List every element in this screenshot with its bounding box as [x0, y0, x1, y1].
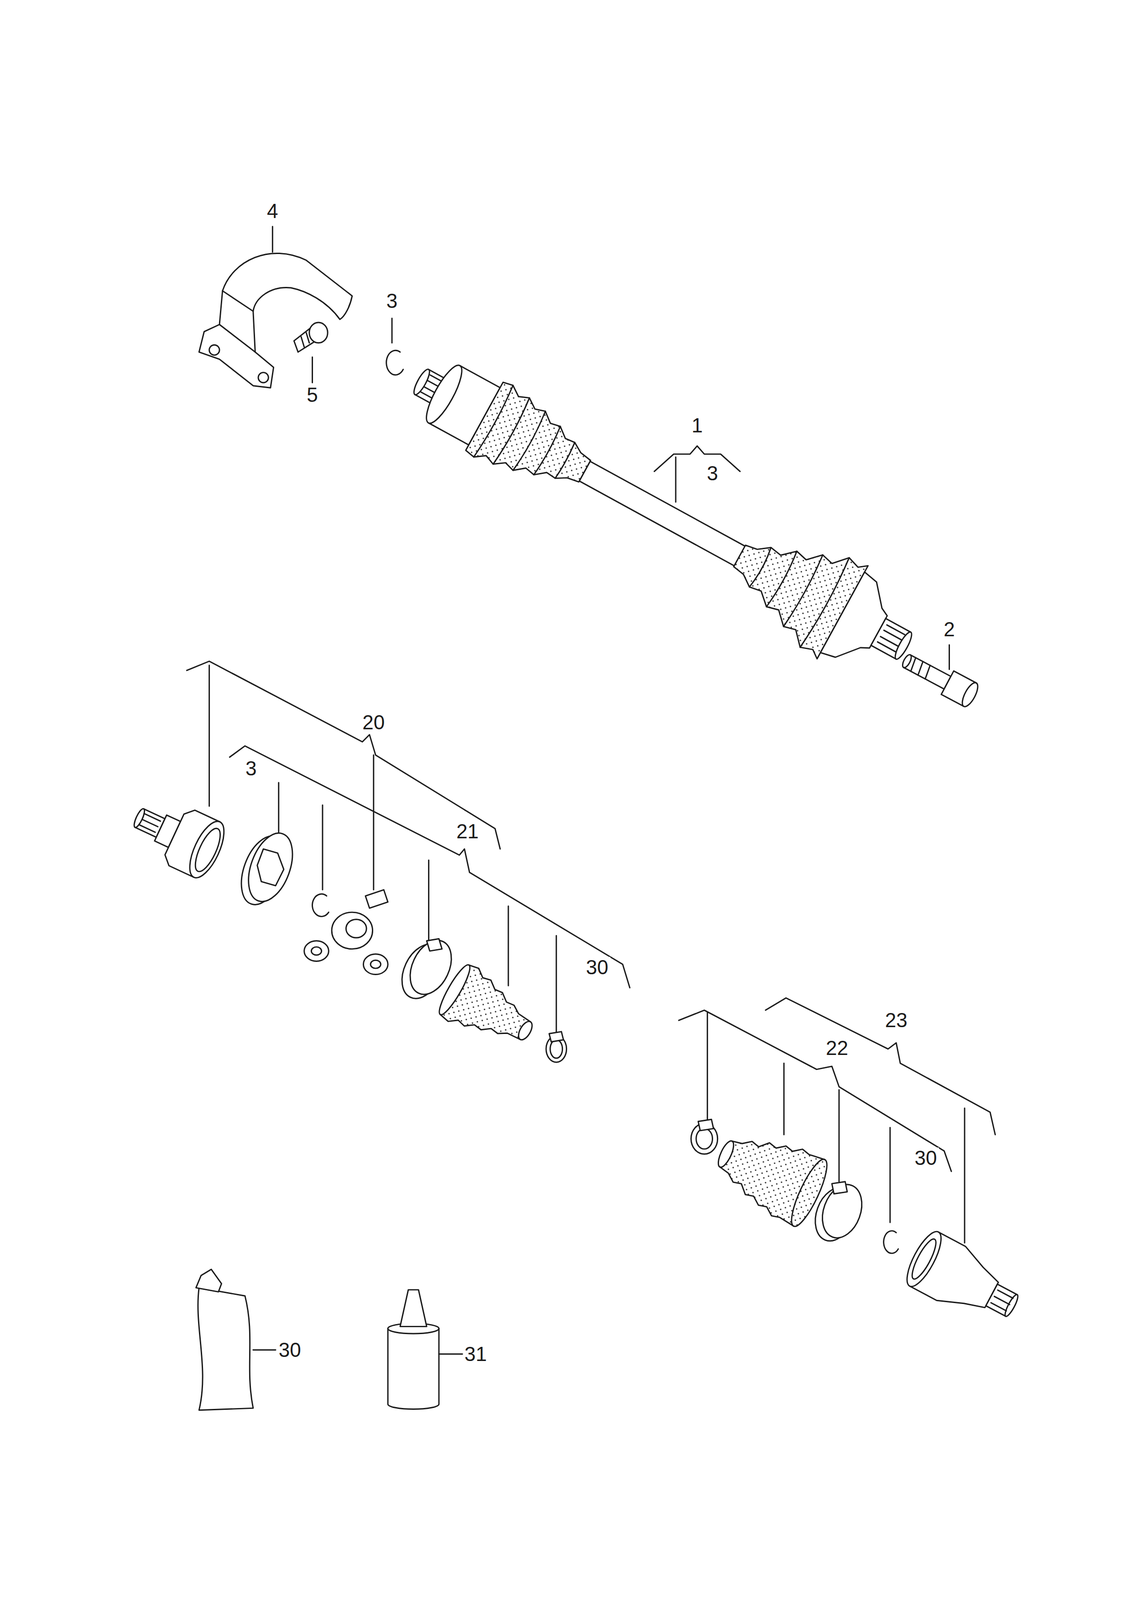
callout-number: 22 [824, 1037, 851, 1059]
tripod-part [370, 960, 381, 969]
boot-part [715, 1139, 737, 1170]
tripod-part [345, 919, 367, 939]
callout-number: 30 [276, 1340, 303, 1362]
clamp-part [831, 1182, 848, 1195]
leader-line [948, 645, 950, 670]
grease-tube-part [198, 1288, 254, 1411]
bolt-part [959, 680, 981, 710]
callout-number: 5 [304, 384, 320, 406]
heat-shield-part [271, 226, 274, 253]
bolt-part [900, 653, 913, 670]
bolt-part [301, 332, 310, 347]
circlip [883, 1231, 899, 1254]
callout-number: 2 [941, 619, 957, 641]
joint-housing-part [190, 825, 225, 875]
heat-shield [198, 226, 353, 388]
drive-shaft [392, 333, 933, 695]
outer-joint-part [900, 1227, 948, 1292]
callout-number: 20 [360, 712, 387, 734]
bolt-part [908, 657, 932, 680]
tripod-part [304, 941, 329, 962]
tripod-part [365, 890, 388, 909]
heat-shield-part [209, 344, 220, 355]
callout-number: 30 [912, 1147, 939, 1169]
grease-tube-part [253, 1349, 276, 1352]
heat-shield-part [198, 253, 353, 388]
outer-joint [900, 1227, 1029, 1335]
drive-shaft-part [579, 461, 748, 568]
clamp-part [696, 1128, 713, 1150]
outer-joint-part [907, 1236, 940, 1283]
cover-cap-part [257, 849, 284, 887]
bolt-part [311, 357, 313, 383]
joint-housing-part [182, 816, 231, 883]
bolt [293, 322, 328, 383]
clamp-part [698, 1119, 714, 1132]
clamp [546, 1032, 567, 1063]
boot [433, 960, 545, 1060]
bracket [186, 661, 501, 891]
drive-shaft-part [464, 380, 605, 507]
tripod-part [311, 947, 322, 956]
outer-joint-part [991, 1290, 1013, 1312]
clamp [691, 1119, 718, 1155]
heat-shield-part [258, 372, 269, 383]
joint-housing-part [139, 813, 161, 833]
callout-number: 4 [265, 200, 280, 222]
tripod-part [363, 954, 388, 976]
callout-number: 31 [462, 1344, 489, 1366]
bolt-part [309, 322, 328, 344]
boot [705, 1119, 834, 1231]
tripod-part [331, 912, 373, 950]
bracket [765, 998, 996, 1244]
drive-shaft-part [473, 385, 586, 497]
clamp-part [426, 938, 443, 952]
bracket [229, 745, 630, 1035]
sealant-bottle-part [438, 1353, 465, 1356]
drive-shaft-part [420, 361, 468, 428]
boot-part [515, 1019, 535, 1043]
cover-cap [232, 827, 301, 912]
sealant-bottle-part [400, 1290, 427, 1328]
callout-number: 3 [704, 463, 720, 485]
callout-number: 3 [243, 757, 259, 779]
grease-tube [196, 1269, 276, 1411]
tripod [304, 890, 388, 976]
clamp-part [550, 1040, 563, 1059]
circlip-part [386, 350, 404, 376]
bolt [897, 648, 981, 710]
joint-housing [123, 789, 231, 883]
sealant-bottle [387, 1290, 465, 1410]
callout-number: 30 [584, 957, 611, 979]
callout-number: 1 [689, 415, 705, 437]
callout-number: 23 [883, 1010, 910, 1032]
callout-number: 3 [384, 290, 400, 312]
clamp-part [815, 1179, 869, 1244]
clamp-part [549, 1032, 564, 1043]
bracket [654, 446, 741, 503]
sealant-bottle-part [387, 1329, 439, 1410]
drive-shaft-part [877, 625, 905, 653]
callout-number: 21 [454, 821, 481, 843]
circlip [386, 318, 404, 376]
circlip [312, 894, 329, 917]
heat-shield-part [219, 291, 256, 353]
cover-cap-part [239, 827, 301, 908]
circlip-part [391, 318, 393, 344]
grease-tube-part [196, 1269, 222, 1293]
clamp [808, 1179, 869, 1247]
boot-part [434, 962, 475, 1018]
